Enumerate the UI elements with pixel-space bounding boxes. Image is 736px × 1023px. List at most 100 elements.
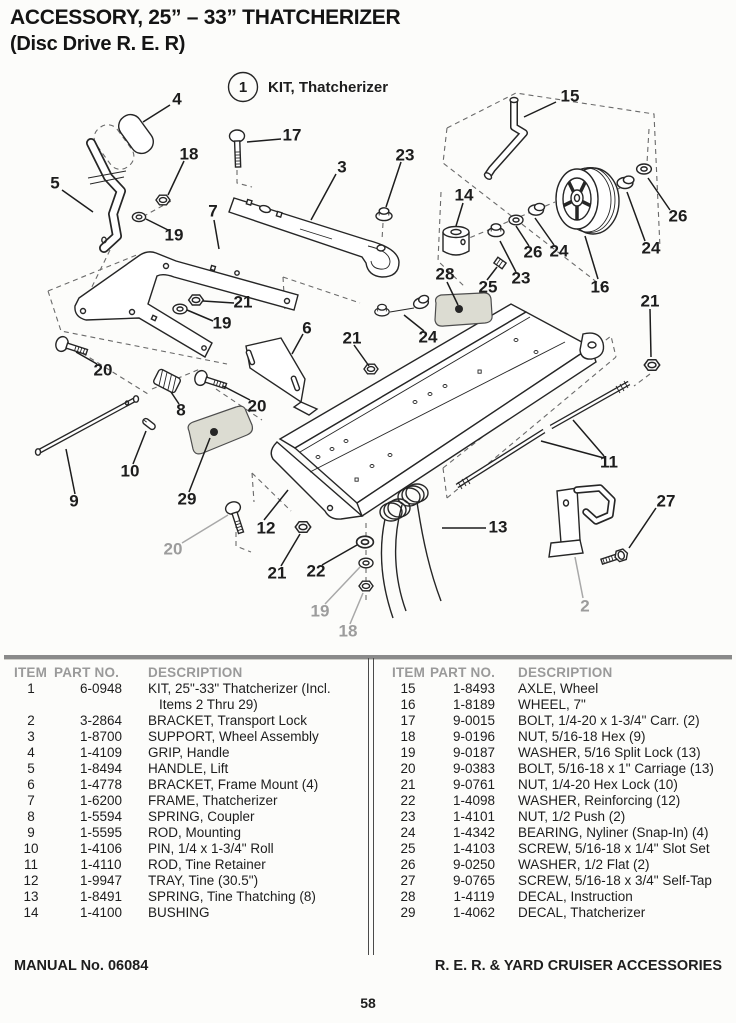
tine-springs bbox=[379, 483, 442, 619]
leader-line bbox=[132, 430, 147, 465]
manual-number: MANUAL No. 06084 bbox=[14, 958, 149, 974]
part-description: SPRING, Tine Thatching (8) bbox=[148, 889, 316, 904]
transport-lock-bracket bbox=[548, 484, 616, 558]
leader-line bbox=[263, 489, 289, 521]
part-number: 1-5594 bbox=[79, 809, 123, 824]
callout-28: 28 bbox=[436, 264, 455, 283]
part-description: BOLT, 5/16-18 x 1" Carriage (13) bbox=[518, 761, 714, 776]
part-description: NUT, 5/16-18 Hex (9) bbox=[518, 729, 646, 744]
part-number: 1-6200 bbox=[79, 793, 123, 808]
frame-and-tray-assembly bbox=[270, 303, 605, 520]
header-part-no: PART NO. bbox=[54, 665, 120, 680]
parts-row: 2 3-2864 BRACKET, Transport Lock bbox=[8, 713, 360, 729]
leader-line bbox=[649, 308, 652, 358]
part-item-number: 23 bbox=[400, 809, 416, 824]
leader-line bbox=[170, 391, 180, 405]
part-number: 6-0948 bbox=[79, 681, 123, 696]
callout-23: 23 bbox=[512, 268, 531, 287]
part-item-number: 13 bbox=[23, 889, 39, 904]
part-item-number: 19 bbox=[400, 745, 416, 760]
parts-row: 19 9-0187 WASHER, 5/16 Split Lock (13) bbox=[386, 745, 732, 761]
parts-row: 9 1-5595 ROD, Mounting bbox=[8, 825, 360, 841]
part-number: 9-0187 bbox=[452, 745, 496, 760]
part-description: ROD, Mounting bbox=[148, 825, 242, 840]
title-line-1: ACCESSORY, 25” – 33” THATCHERIZER bbox=[10, 6, 401, 29]
leader-line bbox=[181, 514, 229, 544]
parts-row: 22 1-4098 WASHER, Reinforcing (12) bbox=[386, 793, 732, 809]
parts-row: 13 1-8491 SPRING, Tine Thatching (8) bbox=[8, 889, 360, 905]
leader-line bbox=[167, 160, 185, 196]
part-item-number: 10 bbox=[23, 841, 39, 856]
part-number: 1-4106 bbox=[79, 841, 123, 856]
leader-line bbox=[222, 385, 251, 401]
part-description: HANDLE, Lift bbox=[148, 761, 229, 776]
part-description: BRACKET, Transport Lock bbox=[148, 713, 308, 728]
part-number: 9-0765 bbox=[452, 873, 496, 888]
part-item-number: 2 bbox=[27, 713, 35, 728]
part-number: 1-4109 bbox=[79, 745, 123, 760]
part-item-number: 22 bbox=[400, 793, 416, 808]
part-description: WHEEL, 7" bbox=[518, 697, 586, 712]
callout-16: 16 bbox=[591, 277, 610, 296]
parts-row: 25 1-4103 SCREW, 5/16-18 x 1/4" Slot Set bbox=[386, 841, 732, 857]
leader-line bbox=[523, 101, 557, 118]
header-part-no: PART NO. bbox=[430, 665, 496, 680]
callout-26: 26 bbox=[669, 206, 688, 225]
parts-row: 3 1-8700 SUPPORT, Wheel Assembly bbox=[8, 729, 360, 745]
part-item-number: 20 bbox=[400, 761, 416, 776]
leader-line bbox=[202, 300, 235, 304]
header-item: ITEM bbox=[14, 665, 48, 680]
callout-19: 19 bbox=[311, 601, 330, 620]
callout-26: 26 bbox=[524, 242, 543, 261]
page-title: ACCESSORY, 25” – 33” THATCHERIZER (Disc … bbox=[10, 6, 401, 56]
parts-row: 24 1-4342 BEARING, Nyliner (Snap-In) (4) bbox=[386, 825, 732, 841]
part-item-number: 17 bbox=[400, 713, 416, 728]
parts-row: 16 1-8189 WHEEL, 7" bbox=[386, 697, 732, 713]
callout-13: 13 bbox=[489, 517, 508, 536]
part-item-number: 14 bbox=[23, 905, 39, 920]
parts-row: 14 1-4100 BUSHING bbox=[8, 905, 360, 921]
part-number: 1-4119 bbox=[453, 889, 495, 904]
leader-line bbox=[61, 189, 94, 213]
part-item-number: 25 bbox=[400, 841, 416, 856]
part-number: 9-0015 bbox=[452, 713, 496, 728]
callout-7: 7 bbox=[208, 201, 217, 220]
callout-20: 20 bbox=[94, 360, 113, 379]
carriage-bolt-17 bbox=[228, 129, 246, 168]
carriage-bolt-20a bbox=[53, 334, 90, 360]
callout-2: 2 bbox=[580, 596, 589, 615]
leader-line bbox=[186, 309, 214, 322]
part-item-number: 7 bbox=[27, 793, 35, 808]
leader-line bbox=[486, 266, 498, 281]
parts-row: 23 1-4101 NUT, 1/2 Push (2) bbox=[386, 809, 732, 825]
coupler-spring bbox=[153, 368, 181, 394]
frame-mount-bracket bbox=[245, 337, 319, 416]
part-item-number: 8 bbox=[27, 809, 35, 824]
leader-line bbox=[188, 437, 211, 493]
parts-row: 12 1-9947 TRAY, Tine (30.5") bbox=[8, 873, 360, 889]
part-item-number: 9 bbox=[27, 825, 35, 840]
parts-row: 29 1-4062 DECAL, Thatcherizer bbox=[386, 905, 732, 921]
part-number: 1-4098 bbox=[452, 793, 496, 808]
callout-21: 21 bbox=[343, 328, 362, 347]
part-description: BUSHING bbox=[148, 905, 210, 920]
parts-table-left: ITEM PART NO. DESCRIPTION 1 6-0948 KIT, … bbox=[8, 665, 360, 921]
thatcherizer-decal bbox=[187, 405, 254, 455]
part-description: SPRING, Coupler bbox=[148, 809, 255, 824]
parts-row: 1 6-0948 KIT, 25"-33" Thatcherizer (Incl… bbox=[8, 681, 360, 713]
part-description: BOLT, 1/4-20 x 1-3/4" Carr. (2) bbox=[518, 713, 700, 728]
table-top-rule bbox=[4, 655, 732, 659]
part-description: AXLE, Wheel bbox=[518, 681, 599, 696]
part-description: FRAME, Thatcherizer bbox=[148, 793, 278, 808]
part-item-number: 1 bbox=[27, 681, 35, 696]
callout-6: 6 bbox=[302, 318, 311, 337]
parts-row: 11 1-4110 ROD, Tine Retainer bbox=[8, 857, 360, 873]
callout-21: 21 bbox=[641, 291, 660, 310]
mounting-rod bbox=[34, 395, 140, 456]
parts-row: 17 9-0015 BOLT, 1/4-20 x 1-3/4" Carr. (2… bbox=[386, 713, 732, 729]
part-description: WASHER, 1/2 Flat (2) bbox=[518, 857, 650, 872]
leader-line bbox=[310, 173, 337, 221]
leader-line bbox=[145, 218, 169, 231]
callout-23: 23 bbox=[396, 145, 415, 164]
self-tap-screw bbox=[600, 548, 629, 565]
